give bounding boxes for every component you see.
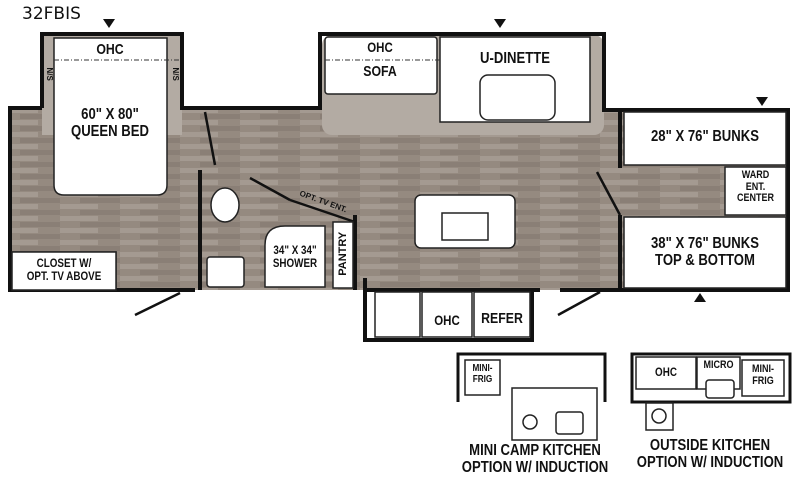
top-bunk: [623, 111, 787, 166]
shower-label: 34" X 34" SHOWER: [272, 243, 318, 270]
living-ohc-label: OHC: [367, 39, 393, 55]
bottom-bunk: [623, 216, 787, 289]
refer: [473, 291, 531, 338]
camp-mini-frig: [464, 359, 501, 396]
camp-cooktop: [522, 414, 538, 430]
pantry-label: PANTRY: [337, 231, 350, 276]
nightstand-left-label: N/S: [45, 67, 55, 81]
outside-micro-label: MICRO: [703, 359, 734, 371]
kitchen-ohc-label: OHC: [434, 312, 460, 328]
ward-label: WARD ENT. CENTER: [736, 169, 775, 205]
bottom-bunk-label: 38" X 76" BUNKS TOP & BOTTOM: [651, 235, 759, 269]
door-swing: [134, 291, 181, 317]
shower: [264, 225, 326, 288]
kitchen-ohc: [421, 291, 473, 338]
camp-sink: [555, 411, 584, 435]
window-marker: [103, 19, 115, 28]
bedroom-ohc-label: OHC: [96, 41, 124, 58]
nightstand-right-label: N/S: [171, 67, 181, 81]
outside-ohc-label: OHC: [655, 365, 677, 379]
closet-label: CLOSET W/ OPT. TV ABOVE: [26, 256, 102, 283]
outside-mini-frig: [741, 359, 785, 397]
pantry: [332, 221, 354, 289]
top-bunk-label: 28" X 76" BUNKS: [651, 128, 759, 145]
camp-frig-label: MINI- FRIG: [472, 363, 493, 385]
outside-ohc: [635, 356, 697, 390]
sofa-label: SOFA: [363, 63, 397, 80]
outside-frig-label: MINI- FRIG: [751, 363, 775, 387]
queen-bed: [53, 37, 168, 196]
door-swing: [557, 290, 601, 317]
window-marker: [494, 19, 506, 28]
outside-kitchen-caption: OUTSIDE KITCHEN OPTION W/ INDUCTION: [636, 437, 784, 471]
ward-center: [724, 166, 787, 216]
dinette-label: U-DINETTE: [480, 50, 550, 67]
sofa: [324, 36, 438, 95]
model-title: 32FBIS: [22, 4, 81, 24]
bath-sink: [206, 256, 245, 288]
toilet: [210, 187, 240, 223]
stove: [374, 291, 421, 338]
mini-camp-caption: MINI CAMP KITCHEN OPTION W/ INDUCTION: [461, 442, 609, 476]
island-sink: [441, 212, 489, 241]
closet: [11, 251, 117, 291]
window-marker: [756, 97, 768, 106]
queen-bed-label: 60" X 80" QUEEN BED: [70, 106, 150, 140]
camp-counter: [511, 387, 598, 441]
dinette-table: [479, 74, 556, 121]
window-marker: [694, 293, 706, 302]
refer-label: REFER: [481, 310, 523, 327]
outside-sink: [705, 379, 735, 399]
